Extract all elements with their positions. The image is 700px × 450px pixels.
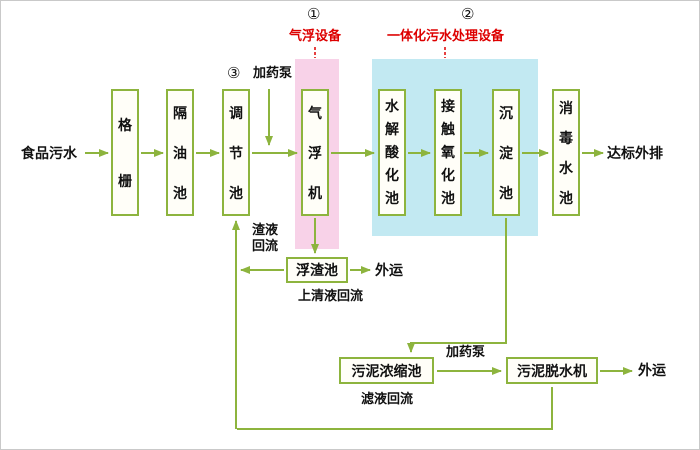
bar-screen-label: 格栅	[118, 116, 132, 189]
oil-separation-tank-label: 隔油池	[173, 104, 187, 201]
air-flotation-equipment-label: 气浮设备	[289, 28, 342, 43]
callout-number-3: ③	[227, 65, 241, 82]
scum-tank-label: 浮渣池	[296, 262, 338, 278]
disinfection-tank-label: 消毒水池	[559, 99, 573, 206]
sedimentation-tank-label: 沉淀池	[499, 104, 513, 201]
sludge-outward-transport-label: 外运	[638, 362, 666, 378]
regulating-tank-label: 调节池	[229, 104, 243, 201]
oil-separation-tank-box: 隔油池	[166, 89, 194, 216]
hydrolysis-acidification-tank-box: 水解酸化池	[378, 89, 406, 216]
scum-tank-box: 浮渣池	[286, 257, 348, 283]
sludge-dewatering-machine-label: 污泥脱水机	[517, 362, 587, 379]
branch-and-return-arrows	[232, 89, 633, 430]
discharge-label: 达标外排	[607, 145, 663, 161]
air-flotation-machine-box: 气浮机	[301, 89, 329, 216]
integrated-treatment-equipment-label: 一体化污水处理设备	[387, 28, 505, 43]
dosing-pump-top-label: 加药泵	[253, 65, 293, 80]
regulating-tank-box: 调节池	[222, 89, 250, 216]
dosing-pump-bottom-label: 加药泵	[446, 344, 486, 359]
hydrolysis-acidification-tank-label: 水解酸化池	[385, 98, 399, 206]
callout-number-2: ②	[461, 6, 475, 23]
sedimentation-tank-box: 沉淀池	[492, 89, 520, 216]
sludge-thickening-tank-box: 污泥浓缩池	[339, 357, 434, 384]
bar-screen-box: 格栅	[111, 89, 139, 216]
callout-number-1: ①	[307, 6, 321, 23]
filtrate-reflux-label: 滤液回流	[361, 391, 414, 406]
sludge-thickening-tank-label: 污泥浓缩池	[351, 362, 422, 379]
sludge-dewatering-machine-box: 污泥脱水机	[506, 357, 598, 384]
equipment-callout-dashes	[314, 47, 446, 58]
scum-outward-transport-label: 外运	[375, 262, 403, 278]
slag-liquid-reflux-label: 渣液回流	[251, 222, 278, 254]
contact-oxidation-tank-label: 接触氧化池	[441, 98, 455, 206]
contact-oxidation-tank-box: 接触氧化池	[434, 89, 462, 216]
supernatant-reflux-label: 上清液回流	[298, 288, 364, 303]
air-flotation-machine-label: 气浮机	[308, 104, 322, 201]
influent-label: 食品污水	[21, 145, 77, 161]
disinfection-tank-box: 消毒水池	[552, 89, 580, 216]
